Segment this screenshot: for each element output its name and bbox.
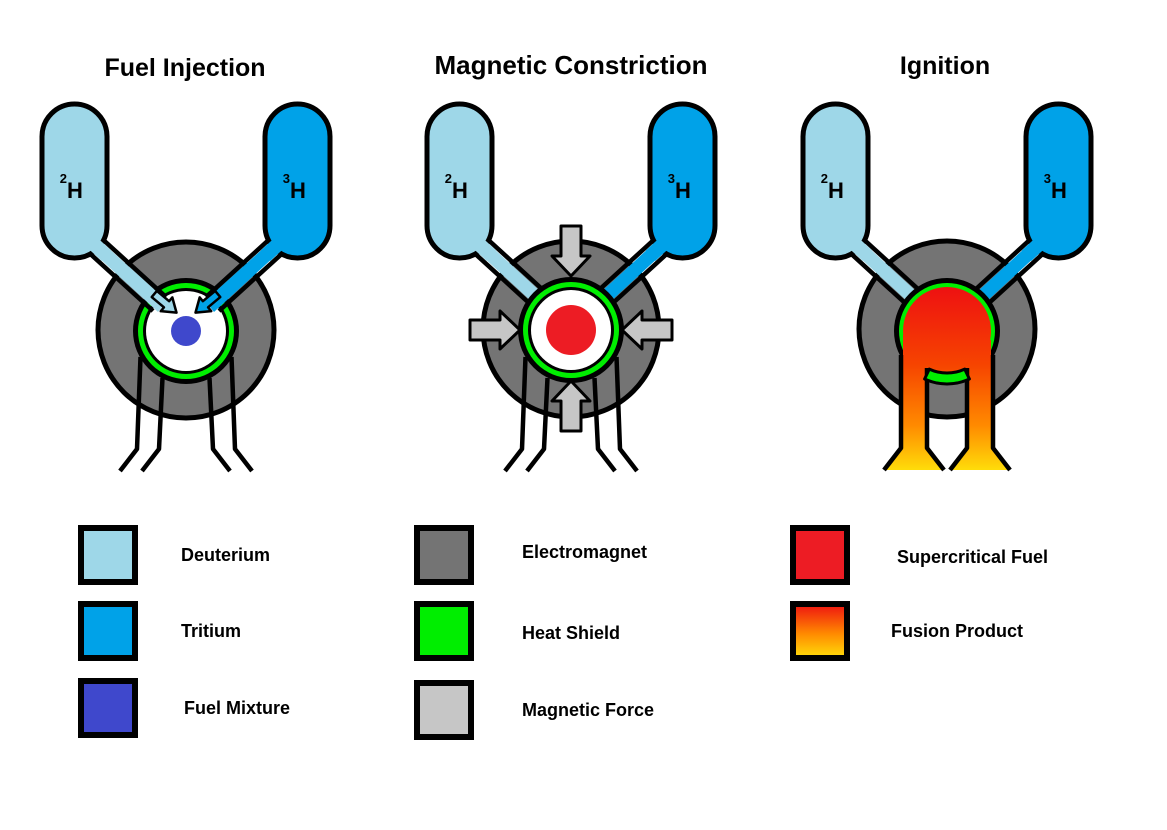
heat-shield-bottom-crescent [923, 367, 971, 386]
tritium-tank-label-sup: 3 [1044, 171, 1051, 186]
legend-label-supercritical-fuel: Supercritical Fuel [897, 546, 1049, 567]
legend-label-tritium: Tritium [181, 620, 242, 641]
tritium-tank-label: H [1051, 178, 1067, 203]
legend-label-fuel-mixture: Fuel Mixture [184, 697, 291, 718]
tritium-tank [262, 101, 333, 261]
legend-label-fusion-product: Fusion Product [891, 620, 1023, 641]
legend-label-heat-shield: Heat Shield [522, 622, 621, 643]
legend-swatch-fusion-product [790, 601, 850, 661]
deuterium-injection-arrow [150, 289, 178, 314]
tritium-neck [1021, 233, 1051, 261]
panel-magnetic-constriction: Magnetic Constriction [424, 50, 718, 473]
tritium-tank-label: H [290, 178, 306, 203]
tritium-tank [1023, 101, 1094, 261]
reactor-stages-figure: Fuel Injection [39, 50, 1094, 473]
exhaust-legs [503, 356, 639, 473]
magnetic-force-arrow-right [620, 309, 674, 351]
exhaust-legs [118, 356, 254, 473]
legend-label-magnetic-force: Magnetic Force [522, 699, 655, 720]
panel-ignition: Ignition [800, 52, 1094, 472]
supercritical-fuel-dot [546, 305, 596, 355]
deuterium-neck [843, 233, 873, 261]
deuterium-tank [800, 101, 871, 261]
legend-label-deuterium: Deuterium [181, 544, 271, 565]
legend-swatch-magnetic-force [414, 680, 474, 740]
legend-swatch-deuterium [78, 525, 138, 585]
fuel-mixture-dot [171, 316, 201, 346]
fusion-product-exhaust-right [948, 335, 1012, 472]
deuterium-tank-label-sup: 2 [60, 171, 67, 186]
panel-title: Magnetic Constriction [434, 50, 707, 80]
legend-swatch-electromagnet [414, 525, 474, 585]
deuterium-tank [39, 101, 110, 261]
deuterium-neck [467, 233, 497, 261]
legend-swatch-supercritical-fuel [790, 525, 850, 585]
deuterium-tank [424, 101, 495, 261]
legend-swatch-heat-shield [414, 601, 474, 661]
tritium-neck [645, 233, 675, 261]
tritium-tank-label-sup: 3 [668, 171, 675, 186]
deuterium-tank-label: H [452, 178, 468, 203]
deuterium-tank-label: H [828, 178, 844, 203]
tritium-neck [260, 233, 290, 261]
tritium-tank-label: H [675, 178, 691, 203]
legend-label-electromagnet: Electromagnet [522, 541, 648, 562]
fusion-product-exhaust-left [882, 335, 946, 472]
magnetic-force-arrow-left [468, 309, 522, 351]
panel-title: Fuel Injection [104, 54, 265, 82]
deuterium-tank-label-sup: 2 [445, 171, 452, 186]
magnetic-force-arrow-bottom [550, 379, 592, 433]
legend-swatch-tritium [78, 601, 138, 661]
tritium-tank [647, 101, 718, 261]
magnetic-force-arrow-top [550, 224, 592, 278]
deuterium-tank-label-sup: 2 [821, 171, 828, 186]
panel-title: Ignition [900, 52, 990, 80]
legend-swatch-fuel-mixture [78, 678, 138, 738]
panel-fuel-injection: Fuel Injection [39, 54, 333, 473]
deuterium-tank-label: H [67, 178, 83, 203]
deuterium-neck [82, 233, 112, 261]
tritium-tank-label-sup: 3 [283, 171, 290, 186]
tritium-injection-arrow [194, 289, 222, 314]
